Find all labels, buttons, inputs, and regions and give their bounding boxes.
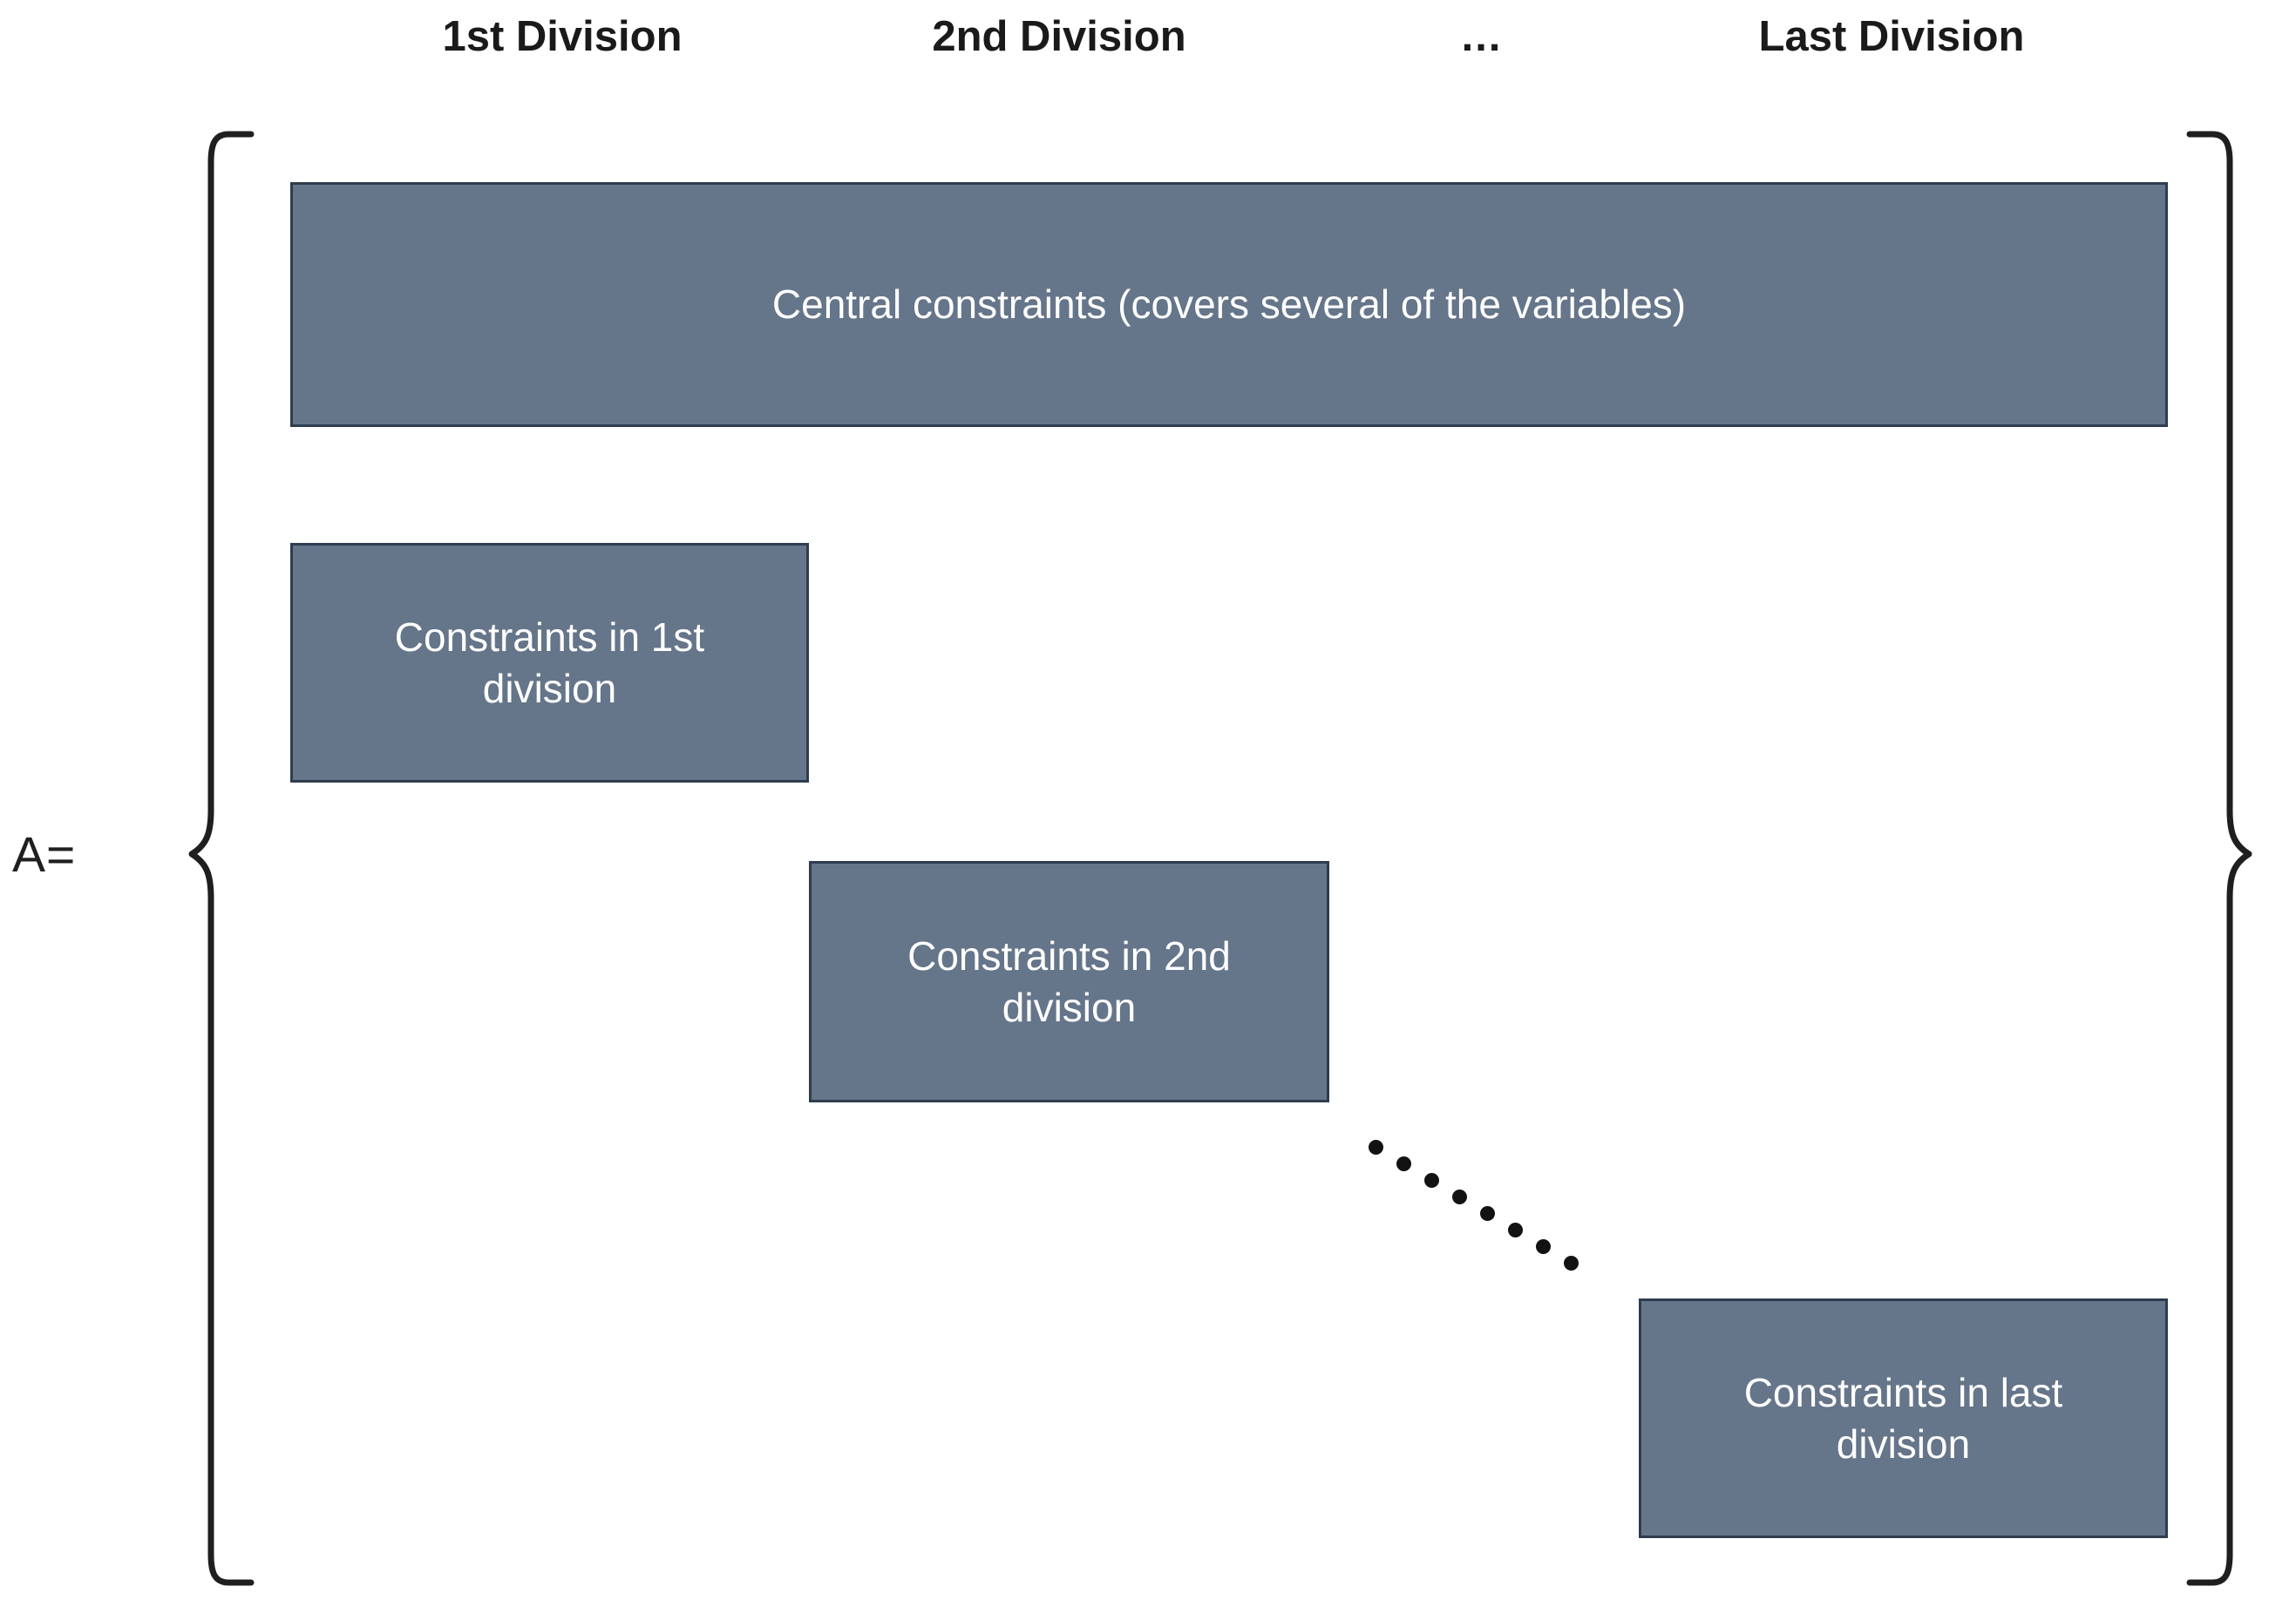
right-brace-icon xyxy=(2186,131,2252,1586)
block-constraints-1st-division: Constraints in 1st division xyxy=(290,543,809,783)
diagonal-dot-7 xyxy=(1536,1239,1551,1254)
diagonal-dot-4 xyxy=(1452,1190,1467,1204)
diagonal-dot-2 xyxy=(1396,1156,1411,1171)
diagonal-dot-8 xyxy=(1564,1256,1579,1271)
matrix-label: A= xyxy=(12,827,77,883)
block-constraints-2nd-division-label: Constraints in 2nd division xyxy=(907,932,1231,1030)
diagonal-dot-5 xyxy=(1480,1206,1495,1221)
block-constraints-2nd-division: Constraints in 2nd division xyxy=(809,861,1329,1102)
column-header-1st-division: 1st Division xyxy=(442,13,683,60)
diagonal-ellipsis-dots xyxy=(1347,1120,1591,1285)
right-brace xyxy=(2179,122,2293,1595)
block-central-constraints: Central constraints (covers several of t… xyxy=(290,182,2168,427)
block-central-constraints-label: Central constraints (covers several of t… xyxy=(771,281,1687,328)
block-constraints-last-division-label: Constraints in last division xyxy=(1743,1369,2063,1467)
left-brace-icon xyxy=(188,131,255,1586)
left-brace xyxy=(148,122,262,1595)
diagonal-dot-1 xyxy=(1369,1140,1383,1155)
column-header-last-division: Last Division xyxy=(1758,13,2025,60)
block-constraints-1st-division-label: Constraints in 1st division xyxy=(394,614,705,711)
block-constraints-last-division: Constraints in last division xyxy=(1639,1298,2168,1538)
diagonal-dot-6 xyxy=(1508,1223,1523,1237)
diagonal-dot-3 xyxy=(1424,1173,1439,1188)
column-header-ellipsis: ... xyxy=(1461,13,1503,60)
column-header-2nd-division: 2nd Division xyxy=(932,13,1186,60)
